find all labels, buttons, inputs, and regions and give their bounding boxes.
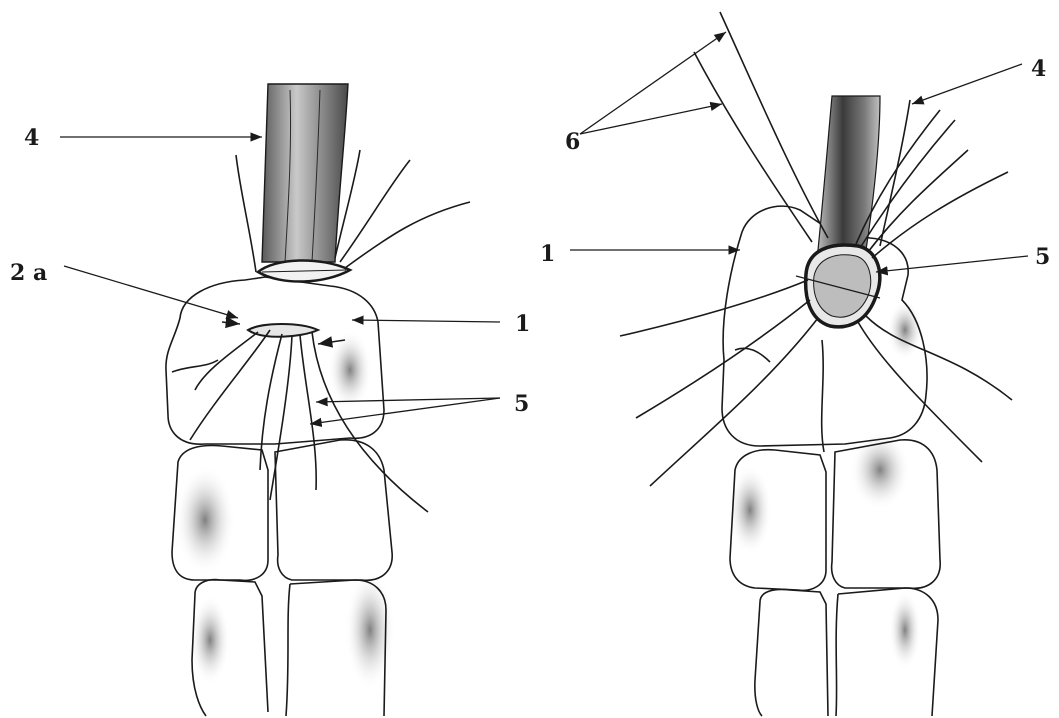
label-wire-6-right: 6 <box>565 131 580 153</box>
suture <box>650 318 818 486</box>
shading <box>190 595 230 685</box>
label-bone-1-left: 1 <box>515 313 530 335</box>
tendon <box>262 84 348 262</box>
label-tendon-4-right: 4 <box>1031 58 1046 80</box>
bone-groove <box>735 348 770 362</box>
bone-distal-left <box>760 590 828 717</box>
label-repair-5-right: 5 <box>1035 246 1050 268</box>
bone-distal-right-inner <box>286 584 290 716</box>
shading <box>345 570 395 690</box>
leader-right-4 <box>912 64 1022 104</box>
bone-middle-right <box>275 440 392 580</box>
suture <box>236 155 256 272</box>
bone-crease <box>822 340 824 452</box>
small-arrow <box>222 322 240 324</box>
shading <box>887 300 923 360</box>
shading <box>889 590 921 670</box>
suture <box>190 330 270 440</box>
label-2a-left: 2 a <box>10 262 47 284</box>
label-tendon-4-left: 4 <box>24 127 39 149</box>
bone-distal-right <box>838 588 938 716</box>
tendon-repair-lower <box>248 324 318 337</box>
bone-distal-left-outer <box>755 602 762 716</box>
suture <box>345 202 470 268</box>
guide-wire <box>694 52 812 242</box>
suture <box>620 280 808 336</box>
label-suture-5-left: 5 <box>514 393 529 415</box>
leader-left-2a <box>64 266 238 318</box>
right-panel <box>620 12 1012 716</box>
label-bone-1-right: 1 <box>540 243 555 265</box>
suture <box>300 335 316 490</box>
suture <box>270 335 292 500</box>
tendon <box>818 96 880 250</box>
suture <box>195 332 258 390</box>
bone-distal-right-inner <box>836 594 838 716</box>
leader-right-5 <box>876 256 1028 272</box>
shading <box>175 465 235 575</box>
leader-left-1 <box>352 320 500 322</box>
